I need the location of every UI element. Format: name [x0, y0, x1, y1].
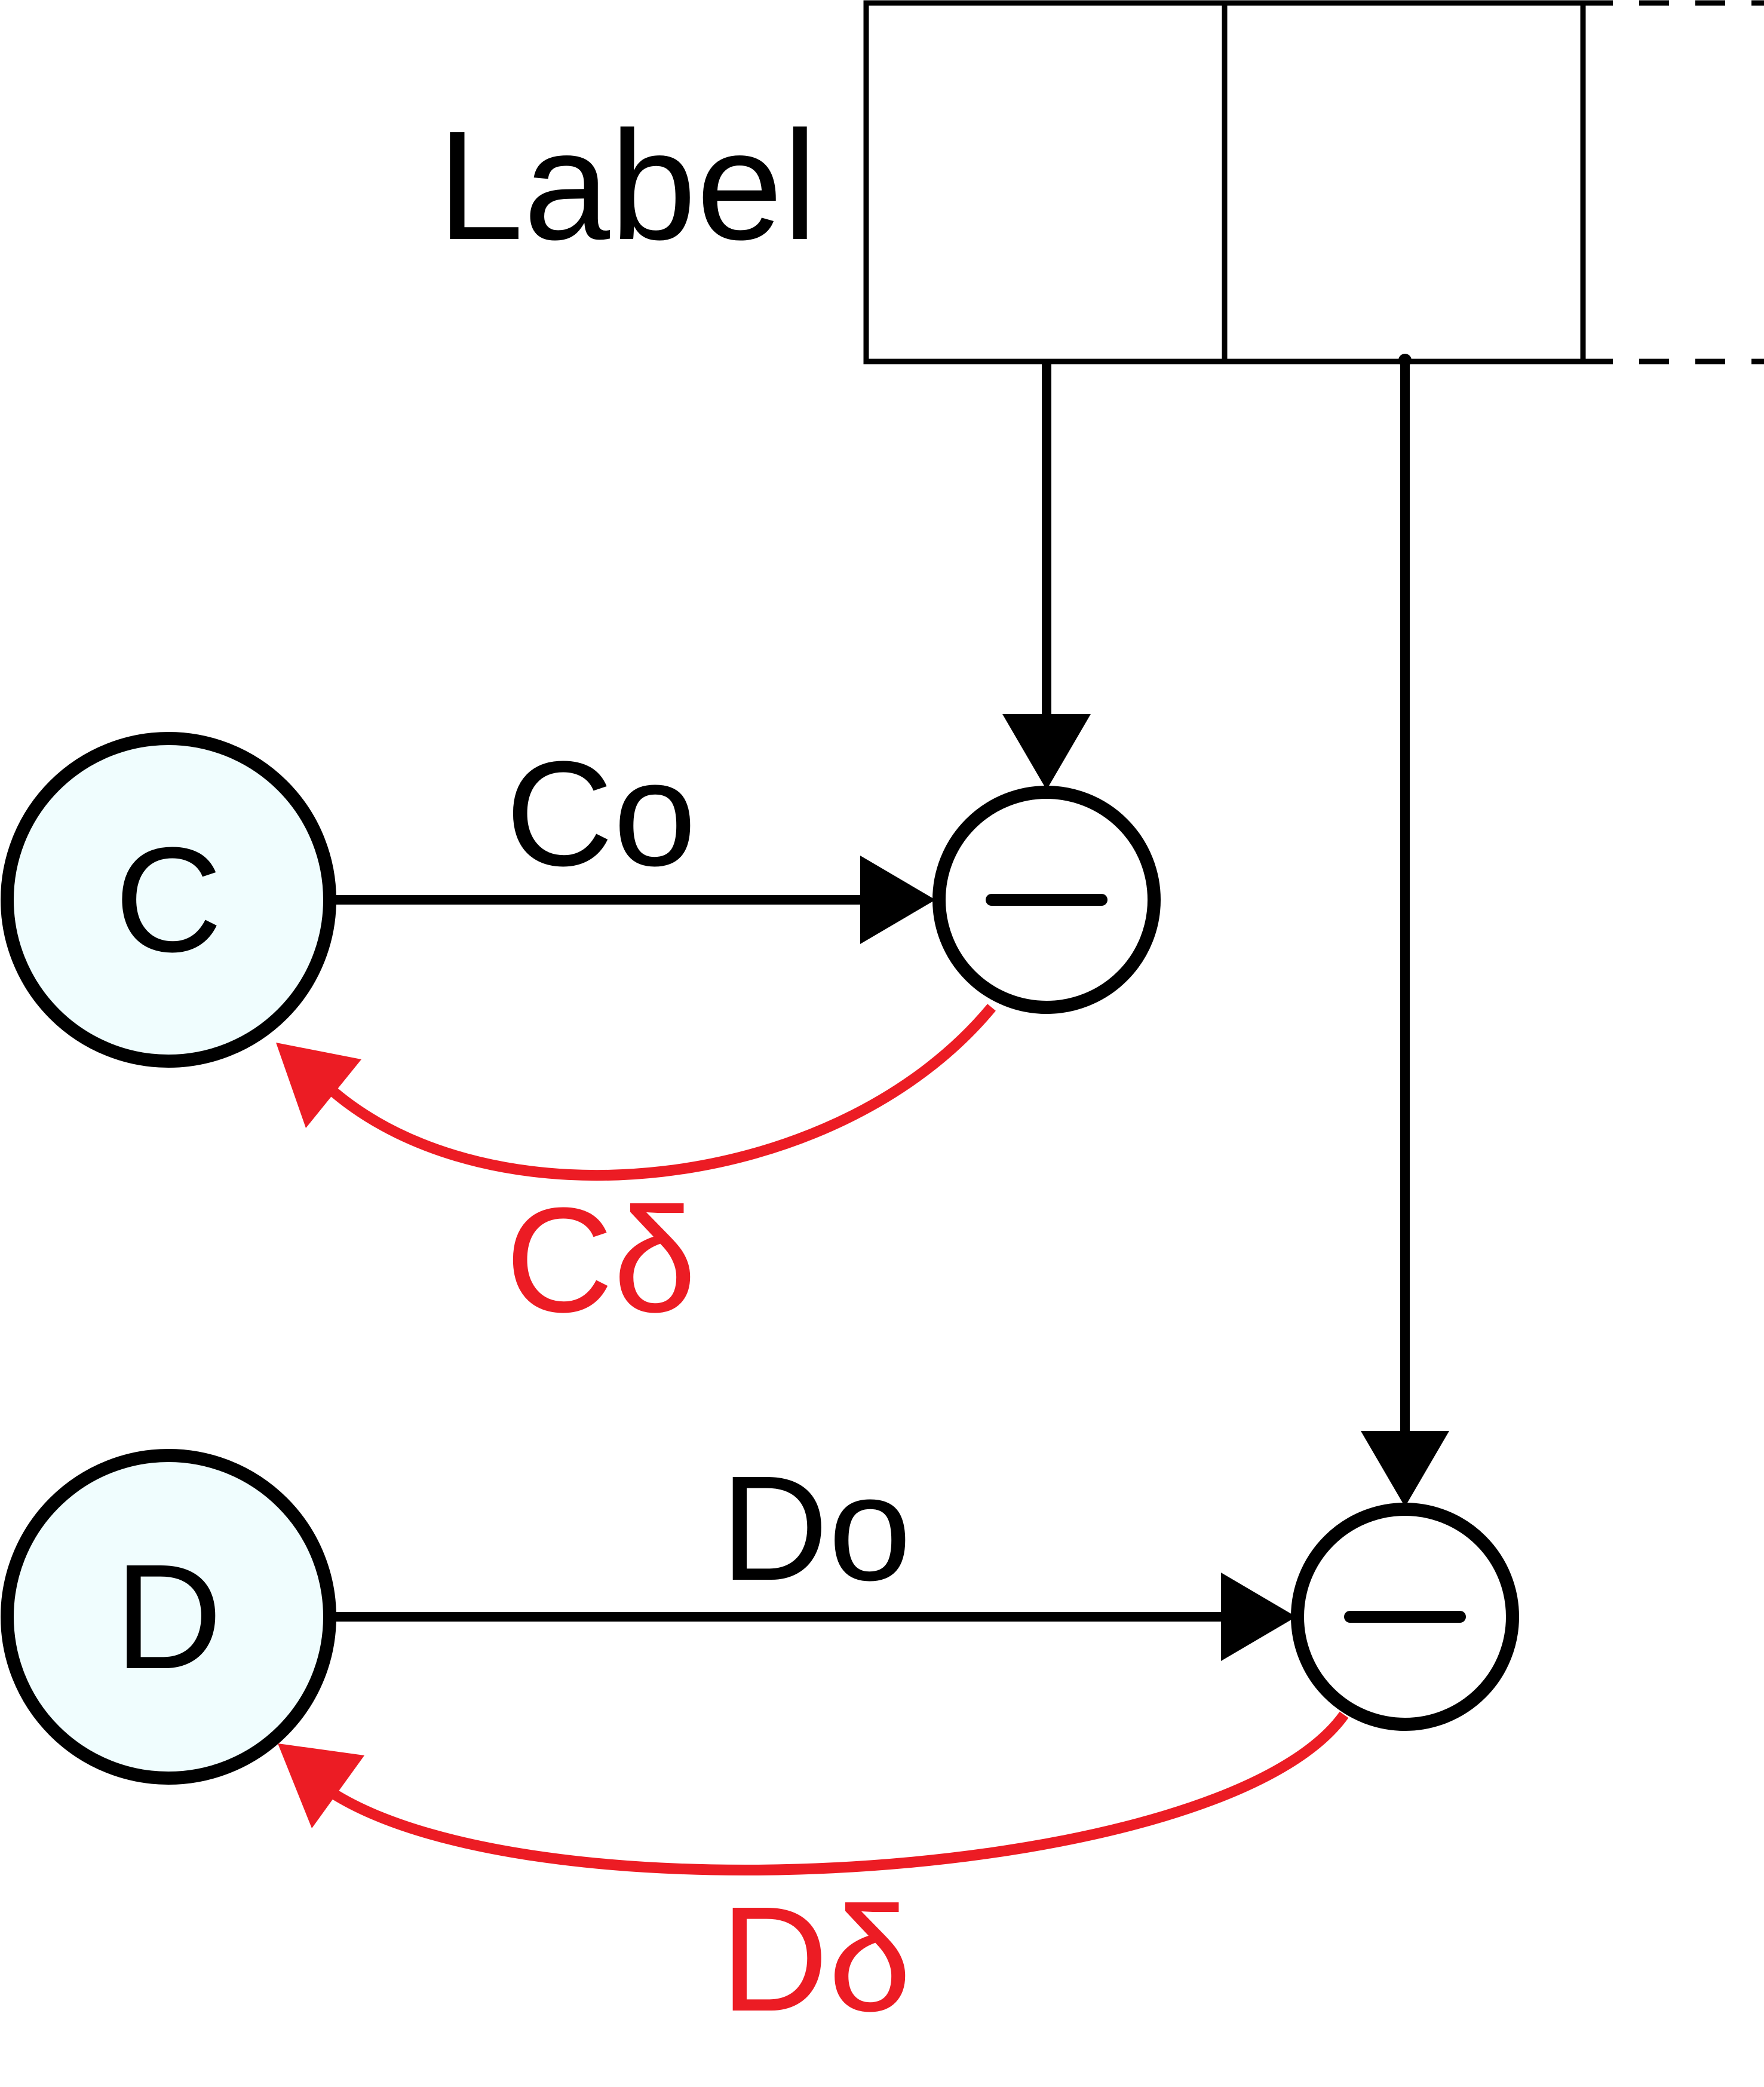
node-c-label: C [115, 816, 223, 983]
edge-do-label: Do [720, 1445, 912, 1611]
feedback-c-delta-curve [325, 1004, 996, 1181]
input-arrow-top-head [1002, 714, 1091, 790]
node-d-label: D [115, 1533, 223, 1700]
input-arrow-bottom-head [1361, 1431, 1449, 1507]
edge-co-label: Co [505, 730, 697, 897]
feedback-d-delta-label: Dδ [720, 1875, 912, 2042]
label-box: Label [437, 0, 1764, 364]
feedback-d-delta-curve [329, 1711, 1349, 1875]
input-arrows [1002, 354, 1449, 1507]
feedback-d-delta-arrowhead [278, 1743, 364, 1828]
node-c: C [1, 732, 336, 1068]
edge-do: Do [330, 1445, 1296, 1661]
feedback-c-delta-arrowhead [276, 1043, 361, 1128]
feedback-c-delta-label: Cδ [505, 1176, 697, 1343]
operator-bottom [1291, 1503, 1519, 1731]
edge-do-arrowhead [1221, 1573, 1296, 1661]
edge-co: Co [330, 730, 935, 944]
label-box-label: Label [437, 99, 817, 272]
edge-co-arrowhead [860, 856, 935, 944]
feedback-c-delta: Cδ [276, 1004, 996, 1343]
input-arrow-bottom-junction [1398, 354, 1412, 367]
feedback-d-delta: Dδ [278, 1711, 1349, 2042]
node-d: D [1, 1449, 336, 1785]
operator-top [932, 786, 1161, 1014]
